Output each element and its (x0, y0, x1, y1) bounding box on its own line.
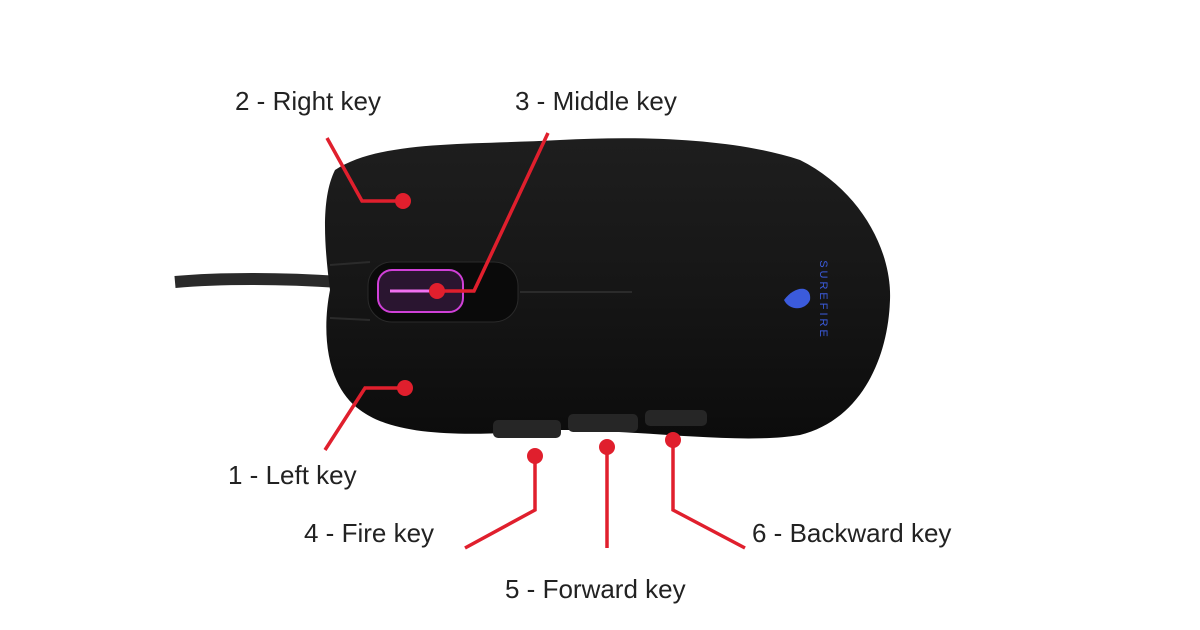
mouse-cable (174, 273, 341, 288)
callout-right-key (325, 137, 403, 203)
mouse-body (325, 138, 891, 439)
side-button-fire (493, 420, 561, 438)
side-button-backward (645, 410, 707, 426)
dot-fire-key (527, 448, 543, 464)
dot-backward-key (665, 432, 681, 448)
dot-left-key (397, 380, 413, 396)
label-right-key: 2 - Right key (235, 86, 381, 116)
callout-middle-key (437, 132, 550, 293)
dot-middle-key (429, 283, 445, 299)
callout-fire-key (464, 456, 537, 550)
label-fire-key: 4 - Fire key (304, 518, 435, 548)
label-left-key: 1 - Left key (228, 460, 357, 490)
surefire-logo: SUREFIRE (784, 260, 829, 340)
callout-backward-key (671, 440, 746, 550)
label-middle-key: 3 - Middle key (515, 86, 677, 116)
svg-text:SUREFIRE: SUREFIRE (817, 260, 829, 340)
label-backward-key: 6 - Backward key (752, 518, 952, 548)
side-button-forward (568, 414, 638, 432)
label-forward-key: 5 - Forward key (505, 574, 686, 604)
callout-lines (323, 132, 746, 550)
dot-forward-key (599, 439, 615, 455)
dot-right-key (395, 193, 411, 209)
callout-left-key (323, 386, 405, 451)
button-seam (329, 261, 632, 321)
